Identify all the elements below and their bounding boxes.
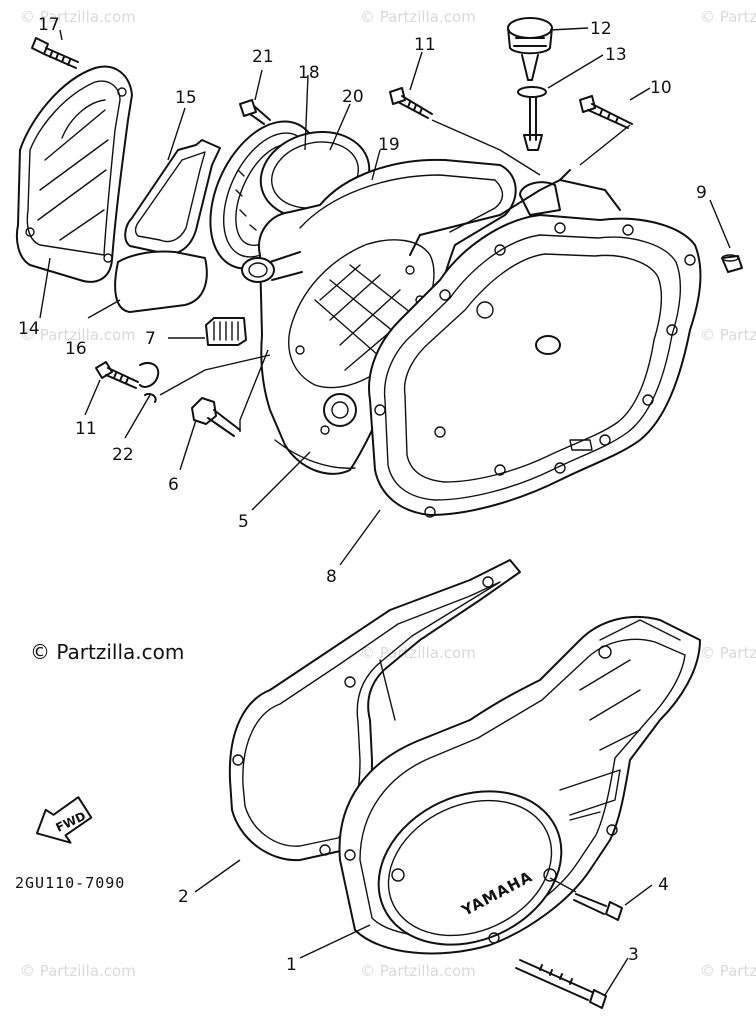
watermark: © Partzilla.com (700, 326, 756, 344)
watermark: © Partzilla.com (360, 962, 476, 980)
watermark: © Partzilla.com (700, 962, 756, 980)
callout-1: 1 (286, 955, 297, 975)
watermark: © Partzilla.com (20, 326, 136, 344)
part-17-bolt[interactable] (31, 37, 79, 69)
part-13-oring[interactable] (517, 86, 547, 98)
part-14-cover[interactable] (15, 65, 133, 283)
callout-10: 10 (650, 78, 672, 98)
part-3-bolt[interactable] (515, 959, 607, 1009)
watermark: © Partzilla.com (360, 644, 476, 662)
leader-lines-lower (194, 859, 653, 996)
part-11-bolt-left[interactable] (95, 361, 139, 389)
part-5-spout (241, 251, 303, 283)
part-16-plate[interactable] (114, 250, 208, 313)
callout-9: 9 (696, 183, 707, 203)
callout-12: 12 (590, 19, 612, 39)
callout-20: 20 (342, 87, 364, 107)
callout-14: 14 (18, 319, 40, 339)
callout-3: 3 (628, 945, 639, 965)
callout-22: 22 (112, 445, 134, 465)
part-10-bolt[interactable] (579, 95, 633, 129)
part-8-case[interactable] (368, 169, 702, 518)
callout-7: 7 (145, 329, 156, 349)
part-2-gasket[interactable] (228, 559, 521, 862)
part-21-bolt[interactable] (239, 99, 271, 125)
part-1-cover[interactable]: YAMAHA (338, 616, 701, 973)
callout-19: 19 (378, 135, 400, 155)
callout-17: 17 (38, 15, 60, 35)
copyright-notice: © Partzilla.com (30, 640, 185, 664)
callout-11-left: 11 (75, 419, 97, 439)
callout-8: 8 (326, 567, 337, 587)
callout-6: 6 (168, 475, 179, 495)
callout-18: 18 (298, 63, 320, 83)
watermark: © Partzilla.com (700, 8, 756, 26)
watermark: © Partzilla.com (20, 962, 136, 980)
part-22-clip[interactable] (139, 362, 160, 403)
part-6-bolt[interactable] (191, 397, 241, 437)
callout-labels: 17 15 21 18 20 19 11 12 13 10 9 14 16 7 … (18, 15, 707, 975)
part-11-bolt-top[interactable] (389, 87, 433, 119)
part-15-gasket[interactable] (124, 139, 221, 255)
part-12-dipstick (523, 97, 543, 151)
callout-21: 21 (252, 47, 274, 67)
part-9-plug[interactable] (721, 254, 743, 273)
watermark: © Partzilla.com (360, 8, 476, 26)
fwd-arrow-icon: FWD (35, 796, 93, 844)
part-12-filler-cap[interactable] (507, 17, 553, 81)
callout-2: 2 (178, 887, 189, 907)
callout-13: 13 (605, 45, 627, 65)
watermark-group: © Partzilla.com © Partzilla.com © Partzi… (20, 8, 756, 980)
diagram-code: 2GU110-7090 (15, 874, 125, 892)
leader-lines-upper (39, 27, 731, 566)
part-5-crankcase-cover[interactable] (257, 158, 517, 475)
part-7-screen[interactable] (205, 317, 247, 346)
watermark: © Partzilla.com (20, 8, 136, 26)
callout-16: 16 (65, 339, 87, 359)
callout-4: 4 (658, 875, 669, 895)
callout-15: 15 (175, 88, 197, 108)
callout-11-top: 11 (414, 35, 436, 55)
callout-5: 5 (238, 512, 249, 532)
watermark: © Partzilla.com (700, 644, 756, 662)
part-4-bolt[interactable] (573, 893, 623, 921)
